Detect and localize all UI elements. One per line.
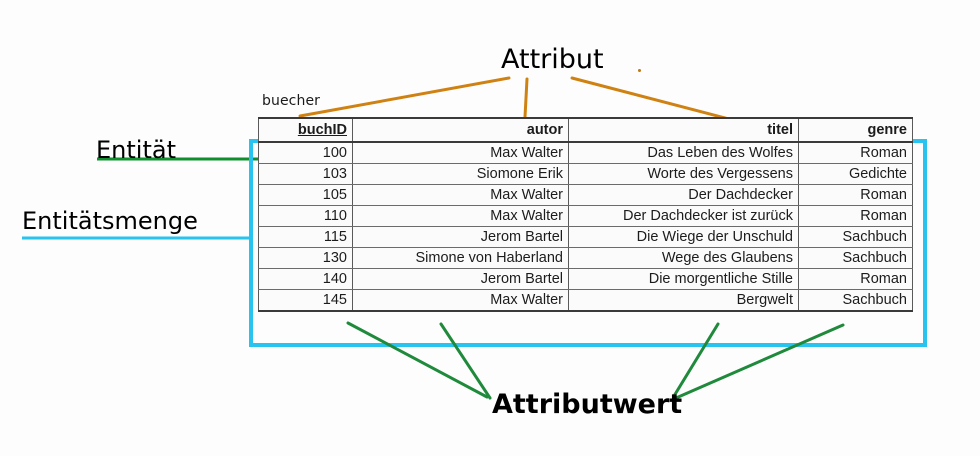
- attributwert-line-to-titel: [672, 322, 720, 398]
- column-header-genre-text: genre: [867, 122, 908, 138]
- buecher-table-wrapper: buchID autor titel genre 100 Max Walter …: [258, 117, 913, 312]
- cell-genre: Gedichte: [798, 163, 913, 185]
- column-header-buchid: buchID: [258, 117, 353, 143]
- cell-autor: Jerom Bartel: [352, 226, 569, 248]
- cell-buchid: 115: [258, 226, 353, 248]
- cell-genre: Roman: [798, 205, 913, 227]
- cell-buchid: 105: [258, 184, 353, 206]
- column-header-buchid-text: buchID: [297, 122, 347, 138]
- column-header-titel: titel: [568, 117, 799, 143]
- attribut-line-to-autor: [523, 77, 529, 119]
- cell-autor: Max Walter: [352, 141, 569, 164]
- cell-titel: Der Dachdecker: [568, 184, 799, 206]
- table-row: 100 Max Walter Das Leben des Wolfes Roma…: [258, 141, 913, 164]
- label-entitaet: Entität: [96, 136, 176, 164]
- cell-buchid: 100: [258, 141, 353, 164]
- label-entitaetsmenge: Entitätsmenge: [22, 207, 198, 235]
- table-name-caption: buecher: [262, 93, 321, 109]
- cell-titel: Das Leben des Wolfes: [568, 141, 799, 164]
- table-row: 103 Siomone Erik Worte des Vergessens Ge…: [258, 163, 913, 185]
- buecher-table: buchID autor titel genre 100 Max Walter …: [258, 117, 913, 312]
- attributwert-line-to-genre: [674, 323, 845, 400]
- cell-autor: Simone von Haberland: [352, 247, 569, 269]
- cell-genre: Sachbuch: [798, 226, 913, 248]
- cell-buchid: 145: [258, 289, 353, 312]
- attributwert-line-to-buchid: [346, 321, 489, 399]
- cell-buchid: 130: [258, 247, 353, 269]
- cell-genre: Roman: [798, 184, 913, 206]
- table-row: 115 Jerom Bartel Die Wiege der Unschuld …: [258, 226, 913, 248]
- attributwert-line-to-autor: [439, 322, 492, 400]
- table-body: 100 Max Walter Das Leben des Wolfes Roma…: [258, 141, 913, 312]
- column-header-titel-text: titel: [767, 122, 793, 138]
- cell-autor: Max Walter: [352, 184, 569, 206]
- cell-genre: Roman: [798, 141, 913, 164]
- cell-buchid: 110: [258, 205, 353, 227]
- cell-autor: Siomone Erik: [352, 163, 569, 185]
- table-row: 105 Max Walter Der Dachdecker Roman: [258, 184, 913, 206]
- cell-buchid: 140: [258, 268, 353, 290]
- table-header-row: buchID autor titel genre: [258, 117, 913, 143]
- cell-buchid: 103: [258, 163, 353, 185]
- cell-titel: Die morgentliche Stille: [568, 268, 799, 290]
- cell-autor: Max Walter: [352, 205, 569, 227]
- label-attribut: Attribut: [501, 44, 604, 75]
- cell-titel: Bergwelt: [568, 289, 799, 312]
- attributwert-connector-lines: [346, 321, 845, 400]
- cell-genre: Sachbuch: [798, 247, 913, 269]
- cell-titel: Worte des Vergessens: [568, 163, 799, 185]
- attribut-dot-marker: [638, 69, 641, 72]
- cell-genre: Sachbuch: [798, 289, 913, 312]
- table-row: 110 Max Walter Der Dachdecker ist zurück…: [258, 205, 913, 227]
- table-header: buchID autor titel genre: [258, 117, 913, 143]
- cell-titel: Wege des Glaubens: [568, 247, 799, 269]
- table-row: 130 Simone von Haberland Wege des Glaube…: [258, 247, 913, 269]
- cell-titel: Der Dachdecker ist zurück: [568, 205, 799, 227]
- table-row: 145 Max Walter Bergwelt Sachbuch: [258, 289, 913, 312]
- table-row: 140 Jerom Bartel Die morgentliche Stille…: [258, 268, 913, 290]
- column-header-autor: autor: [352, 117, 569, 143]
- cell-titel: Die Wiege der Unschuld: [568, 226, 799, 248]
- attribut-line-to-buchid: [298, 76, 511, 118]
- column-header-autor-text: autor: [526, 122, 563, 138]
- label-attributwert: Attributwert: [492, 389, 683, 420]
- column-header-genre: genre: [798, 117, 913, 143]
- cell-genre: Roman: [798, 268, 913, 290]
- cell-autor: Jerom Bartel: [352, 268, 569, 290]
- cell-autor: Max Walter: [352, 289, 569, 312]
